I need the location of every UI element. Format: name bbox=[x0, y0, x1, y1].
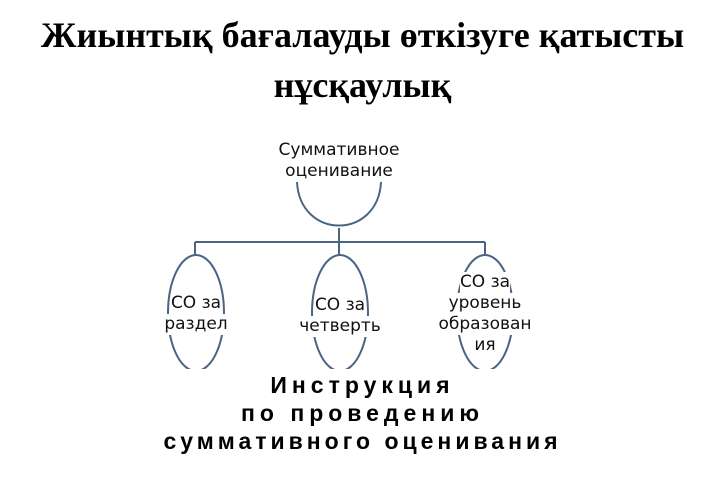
child-3-line-1: СО за bbox=[459, 272, 511, 293]
child-1-line-1: СО за bbox=[170, 293, 222, 314]
document-title-line-1: Жиынтық бағалауды өткізуге қатысты bbox=[40, 15, 685, 55]
child-2-line-1: СО за bbox=[314, 295, 366, 316]
child-node-label-1: СО за раздел bbox=[146, 293, 246, 335]
child-3-line-2: уровень bbox=[448, 293, 522, 314]
document-title-line-2: нұсқаулық bbox=[273, 65, 452, 105]
child-node-label-2: СО за четверть bbox=[290, 295, 390, 337]
root-node-label: Суммативное оценивание bbox=[249, 140, 429, 182]
subtitle-line-2: по проведению bbox=[240, 400, 484, 426]
child-3-line-4: ия bbox=[474, 335, 496, 356]
subtitle-line-3: суммативного оценивания bbox=[163, 428, 562, 454]
child-3-line-3: образован bbox=[438, 314, 532, 335]
root-label-line-2: оценивание bbox=[285, 161, 393, 181]
child-2-line-2: четверть bbox=[299, 316, 381, 337]
child-1-line-2: раздел bbox=[164, 314, 228, 335]
root-label-line-1: Суммативное bbox=[278, 140, 400, 160]
root-node-arc bbox=[296, 181, 382, 227]
child-node-label-3: СО за уровень образован ия bbox=[425, 272, 545, 356]
subtitle-line-1: Инструкция bbox=[270, 372, 455, 398]
